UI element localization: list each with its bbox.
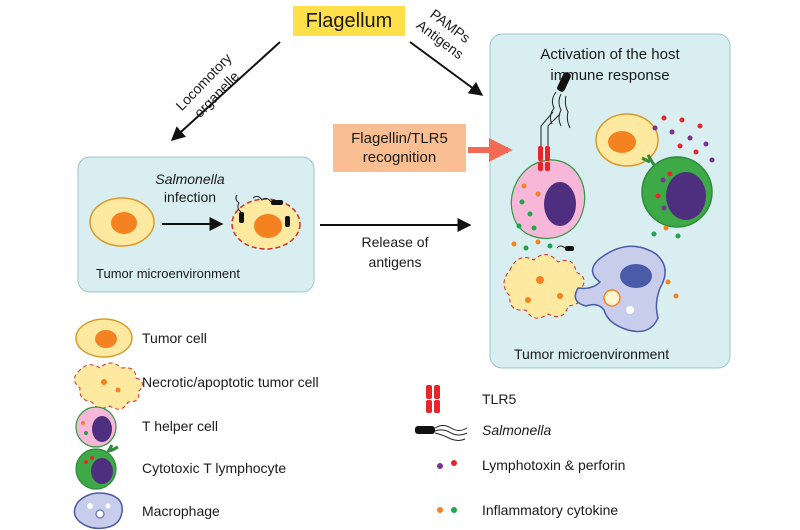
tlr5-receptor-on-cell bbox=[538, 146, 550, 171]
necrotic-tumor-cell-panel bbox=[503, 245, 585, 319]
flagellin-tlr5-recognition-box: Flagellin/TLR5 recognition bbox=[333, 124, 466, 172]
arrow-pamps bbox=[409, 41, 484, 96]
flagellum-title: Flagellum bbox=[293, 6, 405, 36]
activation-title: Activation of the host immune response bbox=[495, 44, 725, 86]
t-helper-cell-activated bbox=[510, 159, 586, 240]
legend-salmonella-label: Salmonella bbox=[482, 422, 552, 438]
legend-cytokine-label: Inflammatory cytokine bbox=[482, 502, 619, 518]
infection-line2: infection bbox=[163, 189, 217, 205]
right-tumor-microenvironment-label: Tumor microenvironment bbox=[514, 346, 670, 362]
release-line1: Release of bbox=[361, 234, 429, 250]
tlr5-icon bbox=[426, 385, 440, 413]
salmonella-on-cell bbox=[540, 72, 571, 146]
infection-line1: Salmonella bbox=[155, 171, 225, 187]
macrophage-icon bbox=[73, 492, 123, 530]
t-helper-cell-icon bbox=[75, 406, 117, 448]
lymphotoxin-perforin-dots-icon bbox=[437, 460, 457, 469]
arrow-locomotory bbox=[170, 41, 281, 141]
tumor-cell-icon bbox=[89, 197, 155, 247]
released-lymphotoxin-perforin-dots bbox=[652, 115, 715, 163]
left-tumor-microenvironment-label: Tumor microenvironment bbox=[96, 266, 241, 281]
necrotic-cell-icon bbox=[74, 362, 143, 410]
tumor-cell-panel bbox=[595, 113, 659, 167]
release-of-antigens-label: Release of antigens bbox=[340, 232, 450, 272]
legend-tlr5-label: TLR5 bbox=[482, 391, 517, 407]
infected-tumor-cell-icon bbox=[231, 194, 301, 250]
cytotoxic-t-lymphocyte-activated bbox=[641, 154, 713, 228]
activation-line1: Activation of the host bbox=[540, 46, 680, 63]
tumor-cell-icon bbox=[75, 318, 133, 358]
macrophage-panel bbox=[574, 245, 666, 333]
cytotoxic-t-lymphocyte-icon bbox=[75, 444, 119, 490]
cytokine-dots-icon bbox=[437, 507, 457, 513]
legend-t-helper-label: T helper cell bbox=[142, 418, 219, 434]
activation-line2: immune response bbox=[550, 67, 670, 84]
legend-macrophage-label: Macrophage bbox=[142, 503, 220, 519]
salmonella-infection-label: Salmonella infection bbox=[140, 170, 240, 206]
legend-lymphotoxin-label: Lymphotoxin & perforin bbox=[482, 457, 626, 473]
salmonella-icon bbox=[415, 425, 468, 441]
legend-cytotoxic-label: Cytotoxic T lymphocyte bbox=[142, 460, 287, 476]
recognition-line1: Flagellin/TLR5 bbox=[351, 130, 448, 147]
legend-tumor-cell-label: Tumor cell bbox=[142, 330, 207, 346]
release-line2: antigens bbox=[368, 254, 422, 270]
legend-necrotic-label: Necrotic/apoptotic tumor cell bbox=[142, 374, 319, 390]
recognition-line2: recognition bbox=[362, 149, 437, 166]
